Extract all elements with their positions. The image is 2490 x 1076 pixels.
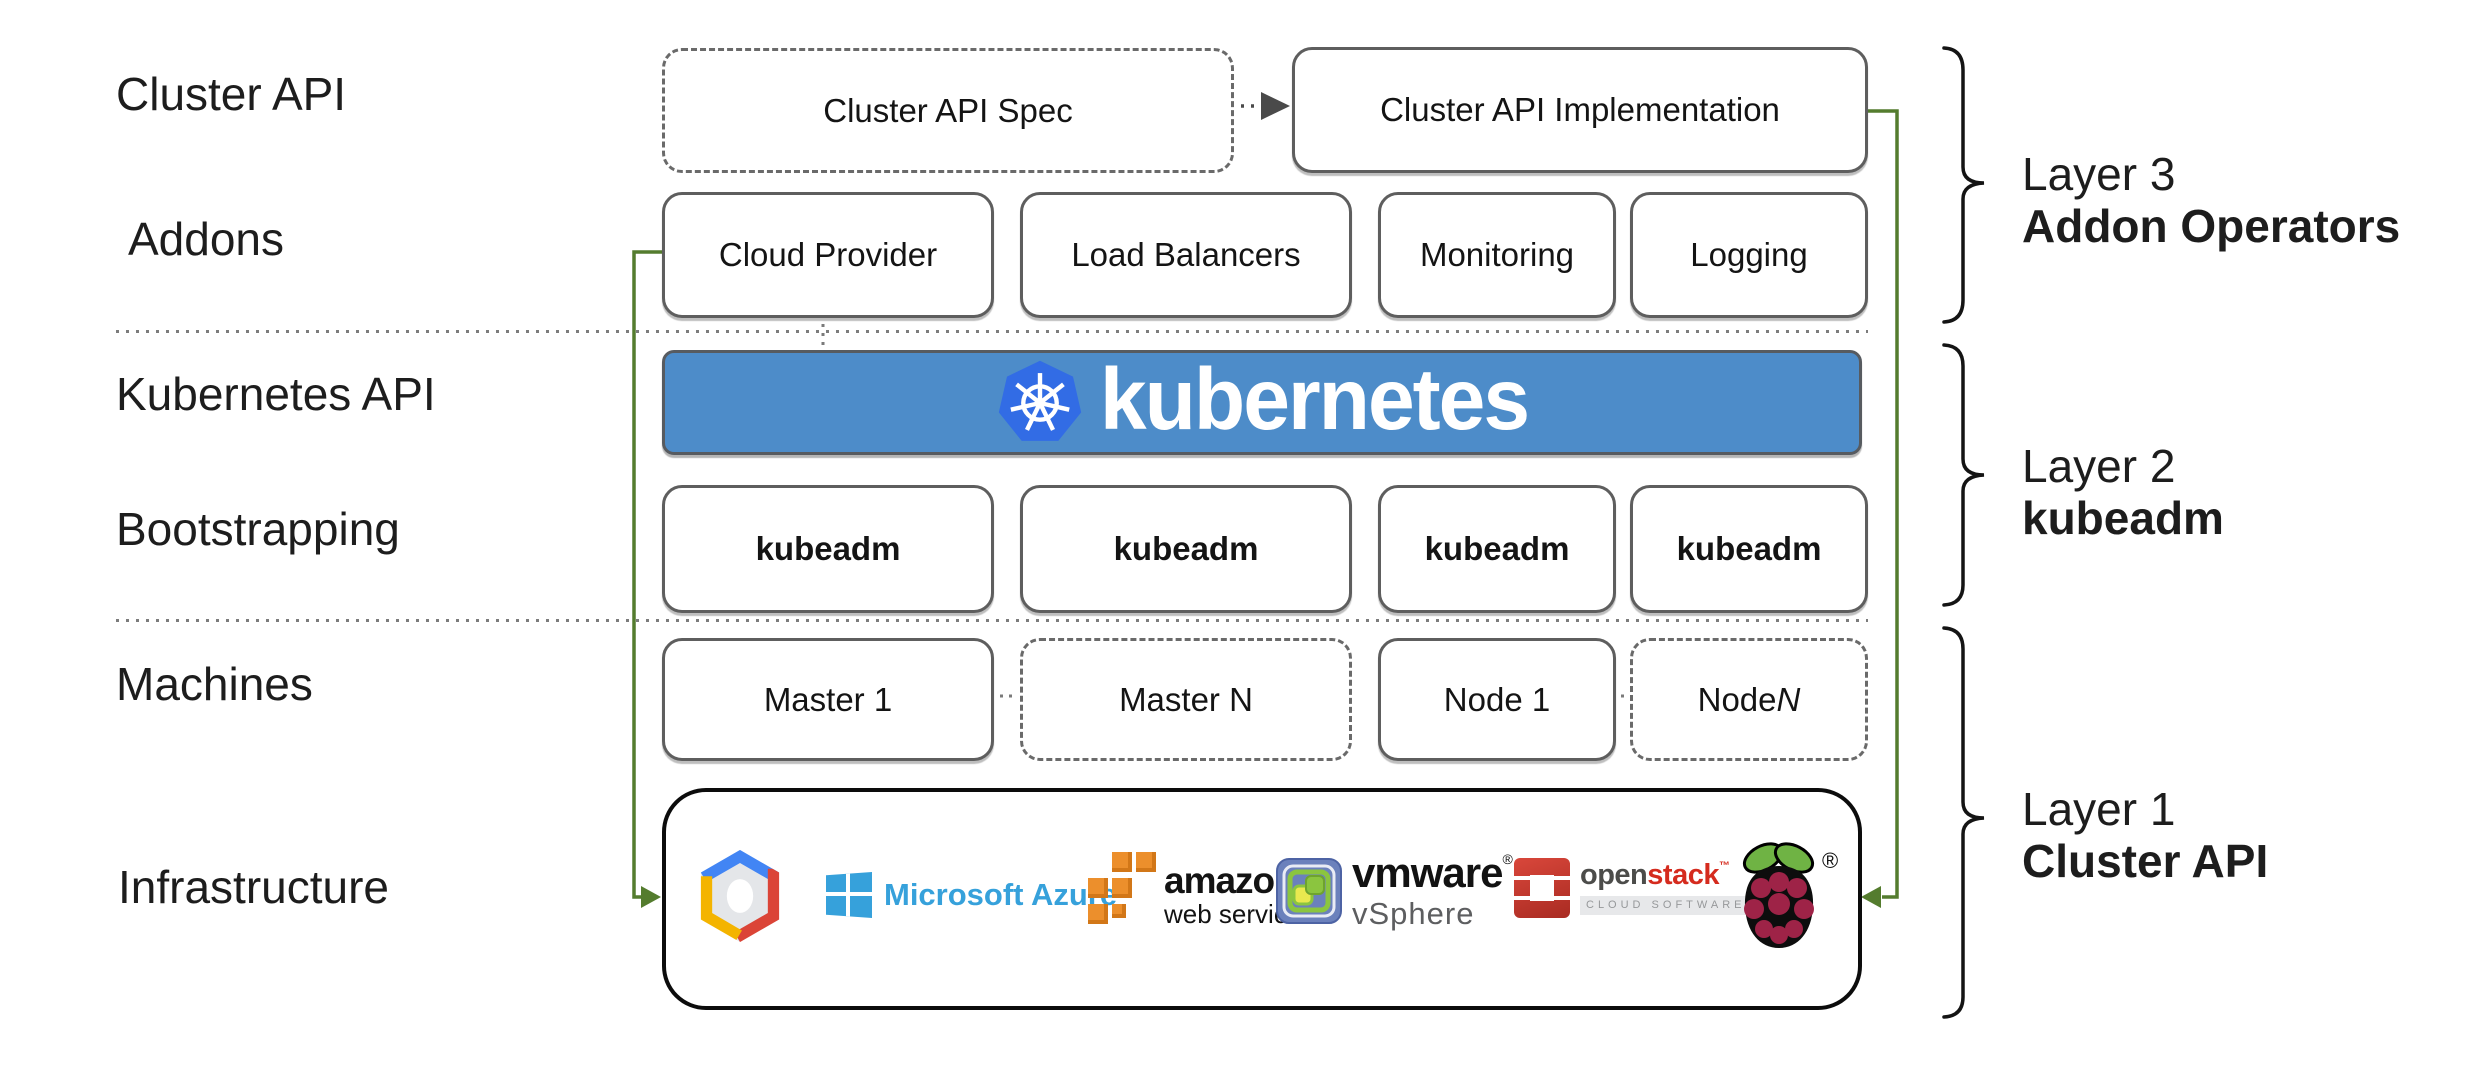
node-label: kubeadm: [1113, 530, 1259, 567]
openstack-tagline: CLOUD SOFTWARE: [1580, 896, 1752, 915]
node-label-italic-n: N: [1776, 680, 1801, 718]
separator-bootstrapping-machines: [116, 619, 1868, 622]
row-label-bootstrapping: Bootstrapping: [116, 503, 400, 555]
node-load-balancers: Load Balancers: [1020, 192, 1352, 318]
node-node-n: Node N: [1630, 638, 1868, 761]
node-label: Logging: [1690, 236, 1808, 273]
node-label: Master N: [1119, 680, 1253, 718]
aws-cubes-icon: [1086, 852, 1158, 936]
node-label: Monitoring: [1419, 236, 1575, 273]
node-kubeadm-4: kubeadm: [1630, 485, 1868, 613]
node-label: Load Balancers: [1071, 236, 1301, 273]
aws-wordmark: amazon: [1164, 859, 1297, 901]
node-label: kubeadm: [1676, 530, 1822, 567]
layer-2-subtitle: kubeadm: [2022, 492, 2224, 544]
node-master-1: Master 1: [662, 638, 994, 761]
azure-flag-icon: [826, 872, 872, 918]
vmware-registered-mark: ®: [1502, 851, 1513, 867]
row-label-machines: Machines: [116, 658, 313, 710]
layer-1-subtitle: Cluster API: [2022, 835, 2269, 887]
green-line-right: [1862, 109, 1899, 899]
vsphere-label: vSphere: [1352, 896, 1475, 931]
layer-2-label: Layer 2 kubeadm: [2022, 440, 2224, 544]
layer-3-subtitle: Addon Operators: [2022, 200, 2401, 252]
openstack-wordmark-open: open: [1580, 859, 1648, 891]
vmware-icon: [1276, 857, 1342, 924]
vmware-wordmark: vmware: [1352, 849, 1503, 896]
aws-logo: amazon web services: [1086, 852, 1314, 936]
node-kubeadm-3: kubeadm: [1378, 485, 1616, 613]
node-label: kubeadm: [1424, 530, 1570, 567]
node-label: Master 1: [763, 680, 893, 718]
node-label: Cluster API Spec: [823, 91, 1073, 129]
azure-wordmark: Microsoft Azure: [884, 877, 1118, 912]
node-node-1: Node 1: [1378, 638, 1616, 761]
node-kubeadm-1: kubeadm: [662, 485, 994, 613]
separator-addons-kubernetes: [116, 330, 1868, 333]
layer-3-label: Layer 3 Addon Operators: [2022, 148, 2400, 252]
node-label: Node 1: [1443, 680, 1551, 718]
node-cluster-api-spec: Cluster API Spec: [662, 48, 1234, 173]
layer2-brace: [1942, 343, 1985, 607]
row-label-infrastructure: Infrastructure: [118, 861, 389, 913]
openstack-icon: [1514, 858, 1570, 918]
raspberry-pi-registered-mark: ®: [1822, 848, 1839, 873]
node-label: kubeadm: [755, 530, 901, 567]
layer-3-title: Layer 3: [2022, 148, 2176, 200]
layer1-brace: [1942, 626, 1985, 1019]
openstack-wordmark-stack: stack: [1647, 859, 1719, 891]
node-label: Node: [1697, 680, 1777, 718]
green-arrowhead-right-icon: [1861, 886, 1881, 908]
google-cloud-icon: [700, 849, 780, 943]
node-kubeadm-2: kubeadm: [1020, 485, 1352, 613]
kubernetes-wordmark: kubernetes: [1099, 350, 1530, 448]
raspberry-pi-icon: [1742, 842, 1815, 948]
microsoft-azure-logo: Microsoft Azure: [826, 872, 1117, 918]
node-cloud-provider: Cloud Provider: [662, 192, 994, 318]
raspberry-pi-logo: ®: [1734, 836, 1838, 954]
node-cluster-api-implementation: Cluster API Implementation: [1292, 47, 1868, 173]
node-master-n: Master N: [1020, 638, 1352, 761]
node-label: Cluster API Implementation: [1380, 91, 1780, 128]
node-monitoring: Monitoring: [1378, 192, 1616, 318]
green-line-left: [632, 250, 662, 899]
openstack-logo: openstack™ CLOUD SOFTWARE: [1514, 858, 1752, 918]
node-logging: Logging: [1630, 192, 1868, 318]
green-arrowhead-left-icon: [641, 886, 661, 908]
spec-to-impl-arrowhead-icon: [1261, 92, 1290, 120]
openstack-trademark: ™: [1718, 860, 1730, 872]
kubernetes-banner: kubernetes: [662, 350, 1862, 455]
layer-2-title: Layer 2: [2022, 440, 2176, 492]
row-label-addons: Addons: [128, 213, 285, 265]
layer-1-label: Layer 1 Cluster API: [2022, 783, 2268, 887]
row-label-kubernetes-api: Kubernetes API: [116, 368, 436, 420]
vmware-vsphere-logo: vmware® vSphere: [1276, 852, 1513, 929]
node-label: Cloud Provider: [718, 236, 938, 273]
row-label-cluster-api: Cluster API: [116, 68, 347, 120]
layer3-brace: [1942, 46, 1985, 324]
kubernetes-wheel-icon: [998, 360, 1082, 441]
layer-1-title: Layer 1: [2022, 783, 2176, 835]
google-cloud-logo: [693, 848, 787, 944]
